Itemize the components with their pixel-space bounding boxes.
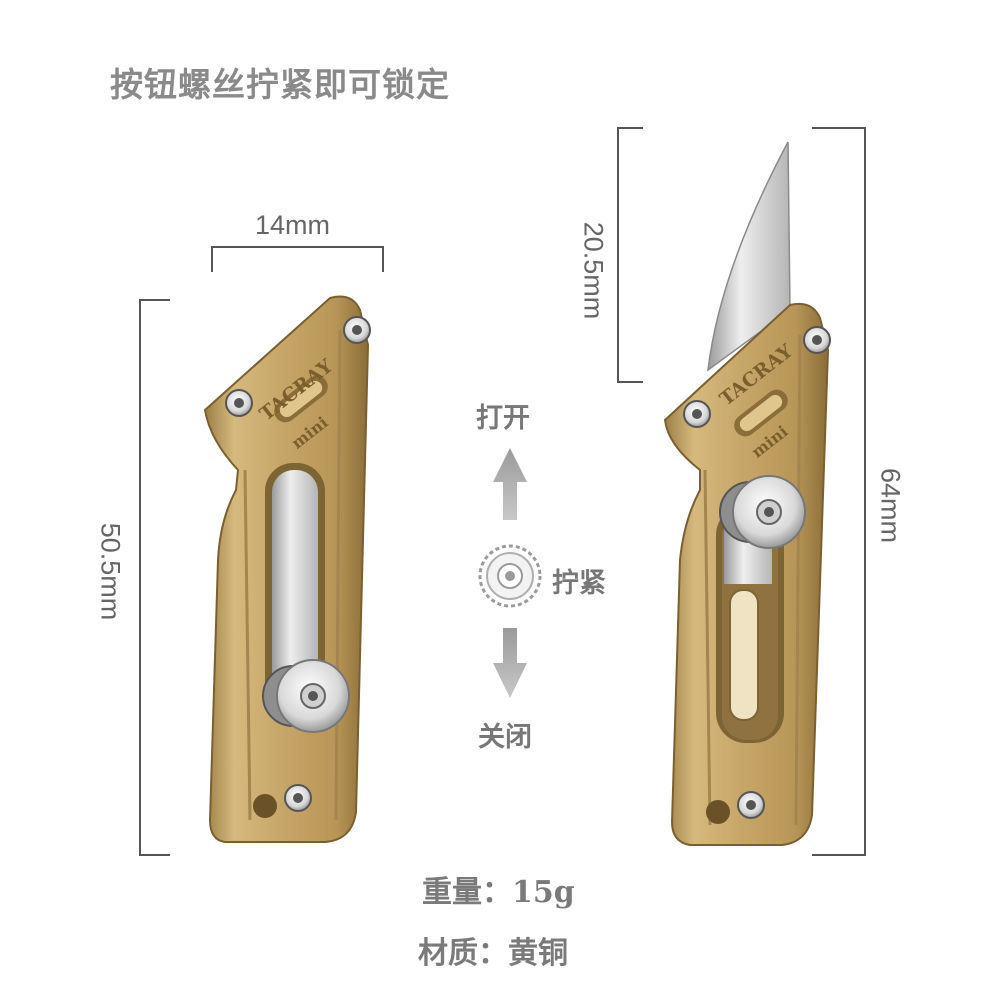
right-height-bracket — [812, 127, 866, 856]
top-width-bracket — [211, 246, 384, 272]
right-height-label: 64mm — [875, 467, 906, 543]
open-knife — [663, 141, 831, 846]
weight-spec: 重量：15g — [422, 875, 575, 910]
closed-knife — [203, 295, 371, 843]
close-label: 关闭 — [478, 722, 532, 753]
material-spec: 材质：黄铜 — [418, 936, 568, 971]
blade-height-bracket — [617, 127, 643, 383]
up-arrow-icon — [493, 448, 527, 520]
left-height-label: 50.5mm — [95, 522, 126, 621]
width-label: 14mm — [255, 210, 331, 240]
left-height-bracket — [139, 299, 170, 856]
open-label: 打开 — [476, 403, 530, 434]
blade-height-label: 20.5mm — [578, 221, 609, 320]
knob-icon — [478, 544, 542, 608]
down-arrow-icon — [493, 628, 527, 698]
page-title: 按钮螺丝拧紧即可锁定 — [110, 65, 450, 104]
tighten-label: 拧紧 — [552, 568, 606, 599]
